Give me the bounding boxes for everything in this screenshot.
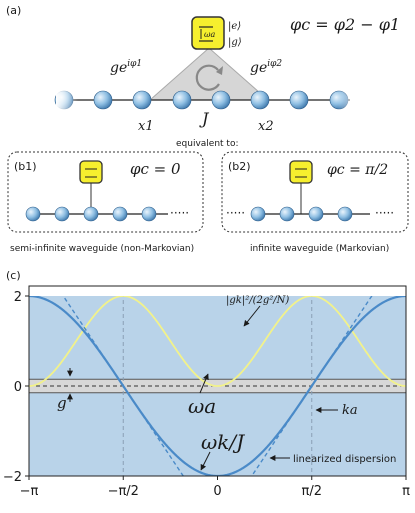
panel-b2-phase: φc = π/2: [327, 162, 388, 178]
phase-equation: φc = φ2 − φ1: [290, 15, 400, 34]
atom-box-b2: [289, 160, 313, 184]
coupling-right: geiφ2: [250, 59, 282, 76]
site-b1-4: [141, 206, 157, 222]
hopping-label: J: [199, 109, 210, 128]
site-b2-2: [308, 206, 324, 222]
ket-e: |e⟩: [228, 21, 241, 32]
annot-linearized: linearized dispersion: [293, 454, 396, 465]
panel-b1-frame: [7, 151, 204, 233]
y-tick-label: 0: [14, 380, 22, 395]
panel-a-label: (a): [6, 4, 21, 17]
site-b2-1: [279, 206, 295, 222]
annot-coupling: |gk|²/(2g²/N): [226, 295, 289, 306]
ket-g: |g⟩: [228, 37, 242, 48]
x1-label: x1: [138, 119, 154, 134]
ellipsis-b2-left: ·····: [226, 206, 245, 220]
site-a-6: [289, 90, 309, 110]
panel-b2-caption: infinite waveguide (Markovian): [250, 244, 389, 254]
ellipsis-b1: ·····: [170, 206, 189, 220]
site-a-4: [211, 90, 231, 110]
fade-left: [56, 88, 78, 112]
annot-coupling-arrow: [243, 305, 261, 327]
annot-omega-k-arrow: [200, 451, 211, 471]
series-coupling: [29, 296, 406, 387]
panel-b2-frame: [221, 151, 409, 233]
site-b2-0: [250, 206, 266, 222]
panel-b2-label: (b2): [228, 160, 251, 173]
site-b2-3: [337, 206, 353, 222]
y-tick-label: −2: [3, 470, 22, 485]
annot-omega-a: ωa: [188, 394, 216, 418]
panel-b1-caption: semi-infinite waveguide (non-Markovian): [10, 244, 194, 254]
site-a-5: [250, 90, 270, 110]
x2-label: x2: [258, 119, 274, 134]
waveguide-sites-b1: [25, 206, 157, 222]
site-b1-1: [54, 206, 70, 222]
site-b1-0: [25, 206, 41, 222]
fade-right: [338, 88, 360, 112]
site-a-2: [132, 90, 152, 110]
y-tick-label: 2: [14, 290, 22, 305]
series-dispersion: [29, 296, 406, 476]
site-b1-3: [112, 206, 128, 222]
site-a-1: [93, 90, 113, 110]
x-tick-label: −π: [20, 484, 39, 499]
plot-layer: [29, 296, 406, 476]
equivalent-label: equivalent to:: [176, 139, 239, 149]
x-tick-label: −π/2: [108, 484, 139, 499]
panel-b1-label: (b1): [14, 160, 37, 173]
site-a-3: [172, 90, 192, 110]
annot-omega-k: ωk/J: [201, 430, 245, 454]
circulation-arrow-head: [216, 66, 223, 75]
x-tick-label: π/2: [302, 484, 322, 499]
site-b1-2: [83, 206, 99, 222]
ellipsis-b2-right: ·····: [375, 206, 394, 220]
axis-ticks: −π −π/2 0 π/2 π 2 0 −2: [3, 290, 410, 499]
atom-box-b1: [79, 160, 103, 184]
circulation-arrow: [195, 64, 220, 91]
coupling-left: geiφ1: [110, 59, 142, 76]
panel-b1-phase: φc = 0: [130, 160, 181, 178]
x-tick-label: π: [402, 484, 410, 499]
panel-c-label: (c): [6, 269, 21, 282]
atom-freq: ωa: [204, 30, 216, 39]
x-tick-label: 0: [213, 484, 221, 499]
panel-b1: (b1) φc = 0 ····· semi-infinite waveguid…: [7, 151, 204, 254]
annot-omega-a-arrow: [199, 373, 209, 394]
waveguide-sites-b2: [250, 206, 353, 222]
panel-a: (a) ωa |e⟩ |g⟩ φc = φ2 − φ1 geiφ1 geiφ2 …: [6, 4, 400, 149]
annot-ka: ka: [342, 403, 358, 418]
annot-g: g: [57, 394, 67, 412]
panel-b2: (b2) φc = π/2 ····· ····· infinite waveg…: [221, 151, 409, 254]
